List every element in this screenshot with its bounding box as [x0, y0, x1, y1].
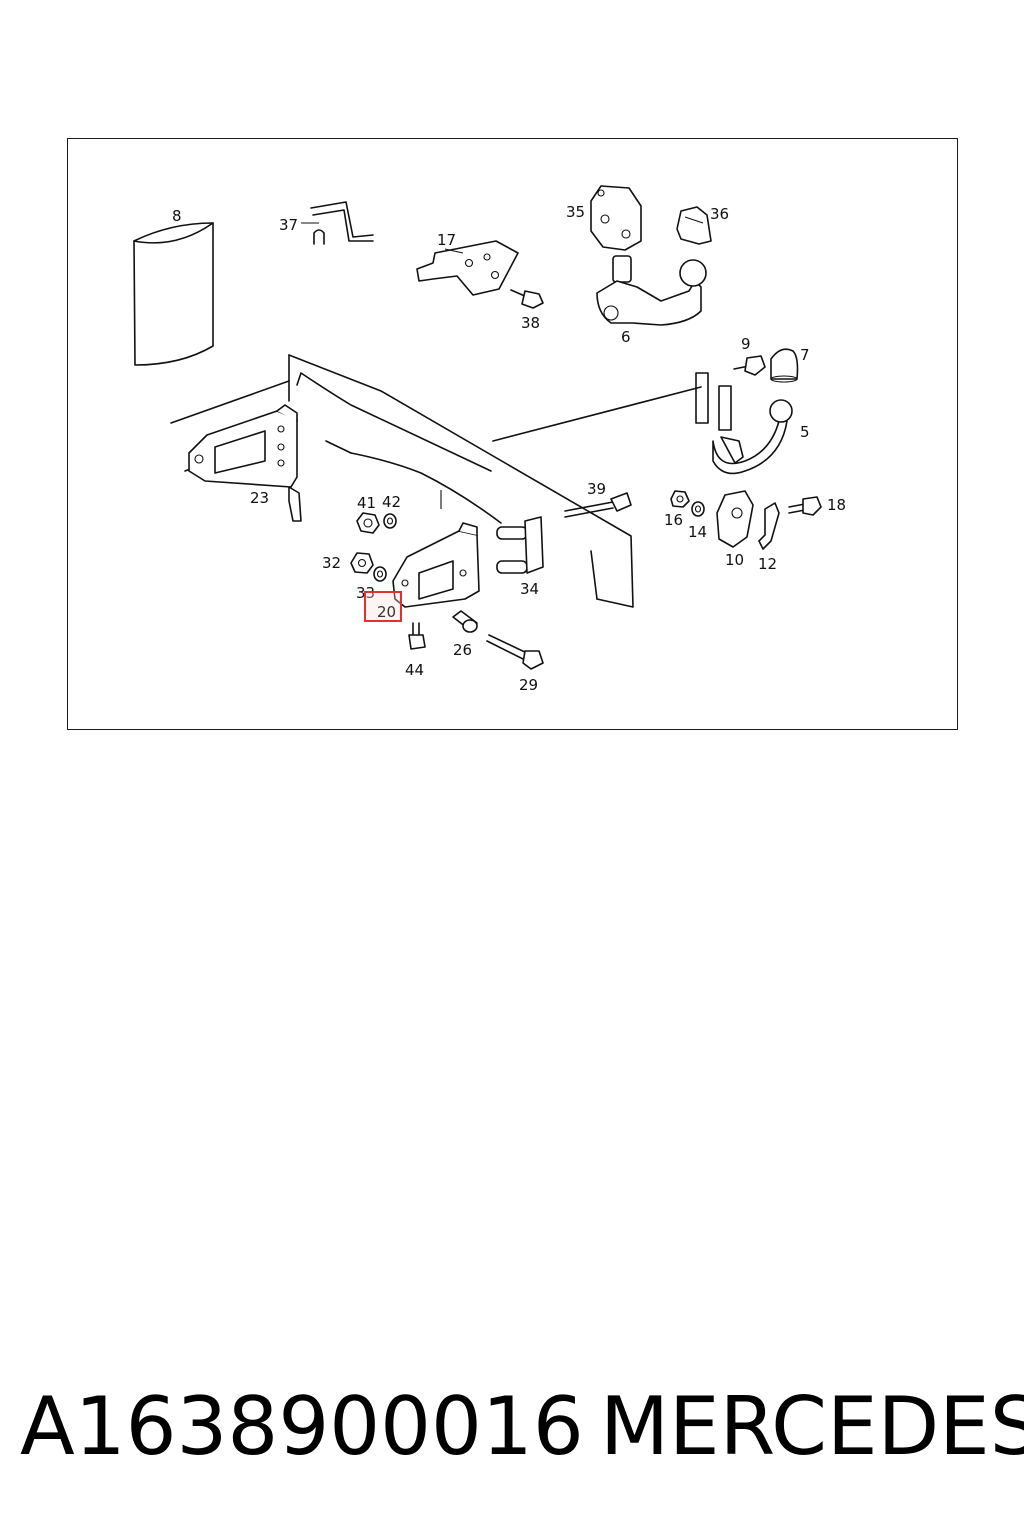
callout-16: 16: [664, 511, 683, 529]
part-39-long-bolt: [564, 492, 632, 518]
callout-36: 36: [710, 205, 729, 223]
parts-diagram-frame: 8 37 17 38 35 36 6 9 7 5 23 41 42 39 16 …: [67, 138, 958, 730]
part-34-pins: [496, 516, 544, 574]
part-number: A1638900016: [20, 1380, 584, 1473]
part-29-bolt: [486, 634, 544, 670]
part-41-nut: [356, 512, 380, 534]
exploded-parts-diagram: 8 37 17 38 35 36 6 9 7 5 23 41 42 39 16 …: [133, 185, 846, 694]
callout-17: 17: [437, 231, 456, 249]
part-37-rod: [301, 201, 374, 245]
part-14-washer: [691, 501, 705, 517]
callout-42: 42: [382, 493, 401, 511]
callout-44: 44: [405, 661, 424, 679]
callout-8: 8: [172, 207, 182, 225]
brand-name: MERCEDES: [600, 1380, 1024, 1473]
part-32-nut: [350, 552, 374, 574]
callout-26: 26: [453, 641, 472, 659]
callout-5: 5: [800, 423, 810, 441]
callout-39: 39: [587, 480, 606, 498]
highlighted-callout-20[interactable]: 20: [364, 591, 402, 622]
callout-23: 23: [250, 489, 269, 507]
callout-35: 35: [566, 203, 585, 221]
callout-41: 41: [357, 494, 376, 512]
callout-32: 32: [322, 554, 341, 572]
part-26-sleeve: [452, 610, 478, 633]
part-12-clip: [758, 502, 780, 550]
callout-14: 14: [688, 523, 707, 541]
callout-20: 20: [377, 603, 396, 621]
part-42-washer: [383, 513, 397, 529]
part-44-bolt: [408, 622, 426, 650]
part-7-ball-cap: [770, 348, 799, 383]
part-23-side-bracket: [188, 404, 302, 522]
callout-10: 10: [725, 551, 744, 569]
callout-6: 6: [621, 328, 631, 346]
part-6-ball-coupling: [596, 255, 707, 326]
callout-29: 29: [519, 676, 538, 694]
part-33-washer: [373, 566, 387, 582]
callout-34: 34: [520, 580, 539, 598]
highlight-box[interactable]: [364, 591, 402, 622]
part-17-bracket: [416, 240, 519, 296]
part-16-nut: [670, 490, 690, 508]
callout-18: 18: [827, 496, 846, 514]
part-9-bolt: [733, 355, 766, 376]
part-18-bolt: [788, 496, 822, 516]
callout-12: 12: [758, 555, 777, 573]
part-8-bag: [133, 222, 214, 366]
part-5-tow-ball: [695, 372, 793, 475]
part-36-cap: [676, 206, 712, 245]
callout-7: 7: [800, 346, 810, 364]
callout-38: 38: [521, 314, 540, 332]
callout-37: 37: [279, 216, 298, 234]
callout-9: 9: [741, 335, 751, 353]
part-38-bolt: [510, 289, 544, 309]
part-10-plate: [716, 490, 754, 548]
part-35-socket-housing: [590, 185, 642, 251]
part-20-lower-bracket: [392, 522, 480, 608]
